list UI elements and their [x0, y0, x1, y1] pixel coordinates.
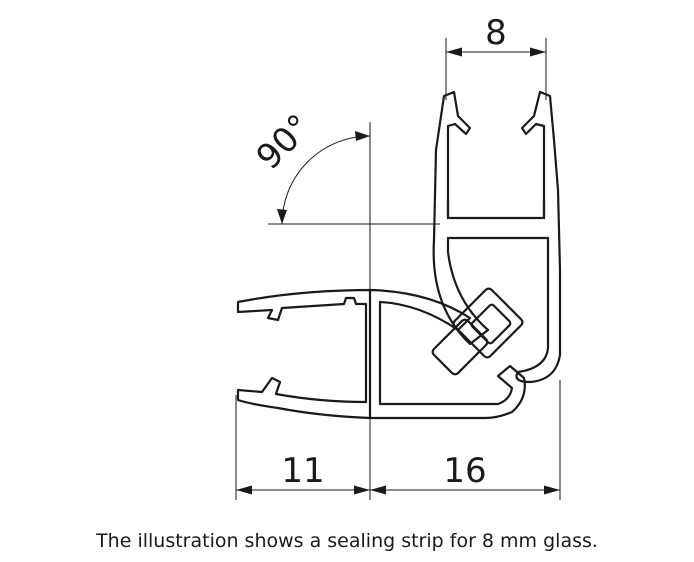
dimension-label-top: 8 [485, 13, 507, 53]
horizontal-channel-profile [236, 288, 526, 420]
magnetic-seal-blocks [431, 287, 524, 376]
dimension-bottom-left: 11 [236, 451, 370, 495]
dimension-label-bottom-right: 16 [443, 451, 486, 491]
extension-lines [235, 38, 561, 500]
angle-label: 90° [249, 107, 320, 178]
dimension-bottom-right: 16 [370, 451, 560, 495]
dimension-label-bottom-left: 11 [281, 451, 324, 491]
caption-text: The illustration shows a sealing strip f… [96, 530, 598, 552]
angle-indicator: 90° [249, 107, 371, 225]
dimension-top-width: 8 [446, 13, 546, 57]
sealing-strip-drawing: 8 11 16 90° [235, 13, 562, 500]
